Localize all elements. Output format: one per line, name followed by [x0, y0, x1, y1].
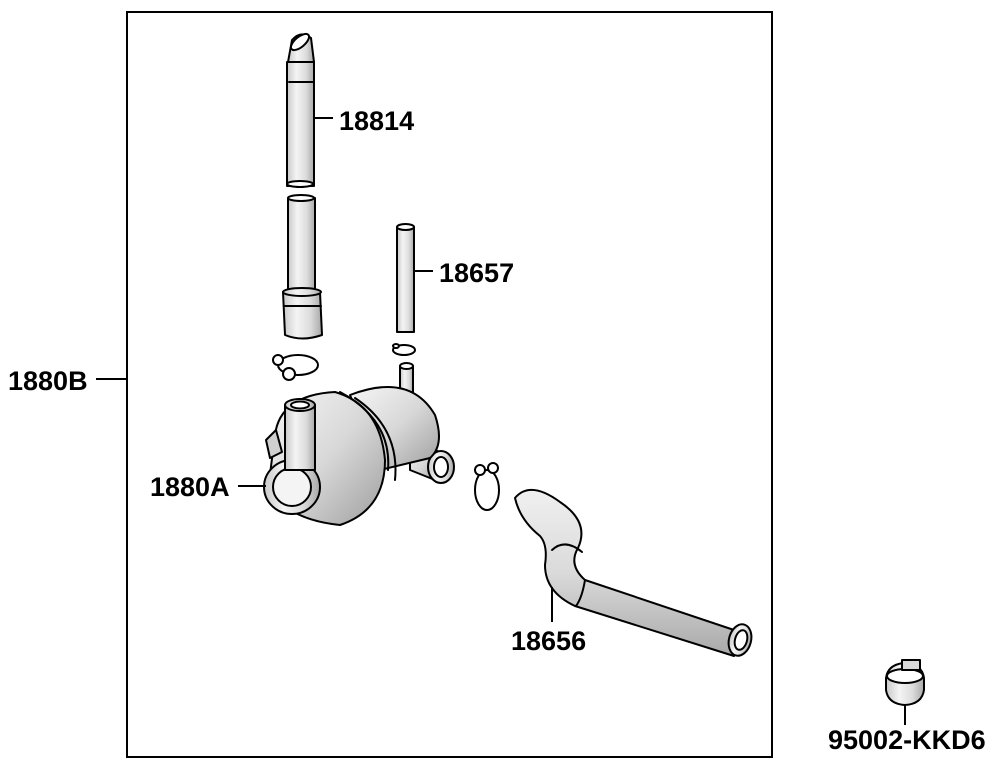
- hose-clip-upper: [272, 354, 319, 381]
- label-18656: 18656: [511, 626, 587, 656]
- label-1880A: 1880A: [150, 472, 230, 502]
- small-tube: [396, 223, 415, 333]
- breather-separator-body: [263, 362, 455, 526]
- label-18657: 18657: [439, 258, 515, 288]
- hose-clamp: [885, 659, 925, 706]
- assembly-frame: [126, 11, 773, 758]
- label-95002-KKD6: 95002-KKD6: [828, 725, 986, 755]
- label-1880B: 1880B: [8, 366, 88, 396]
- hose-clip-small: [392, 343, 416, 356]
- leader-lines: [96, 117, 906, 725]
- breather-tube-upper: [286, 32, 315, 188]
- label-18814: 18814: [339, 106, 415, 136]
- hose-clip-outlet: [474, 462, 500, 511]
- breather-hose: [514, 489, 753, 657]
- breather-tube-lower: [282, 194, 323, 340]
